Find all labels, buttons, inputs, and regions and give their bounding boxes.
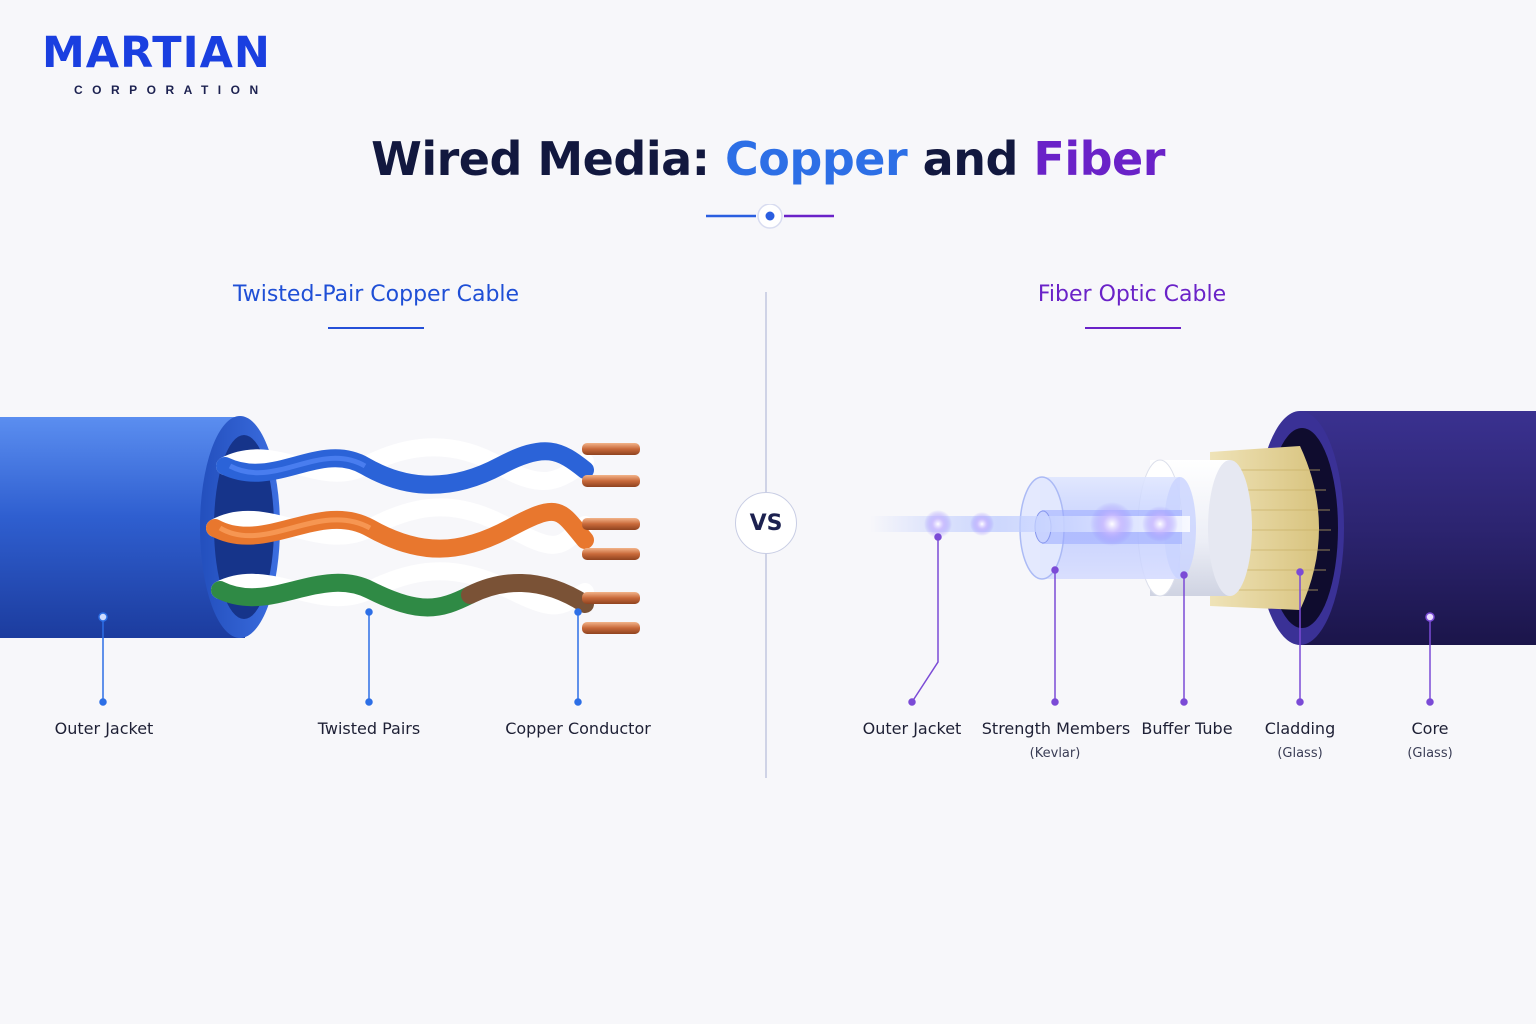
label-buffer-tube: Buffer Tube: [1141, 719, 1233, 738]
label-core: Core: [1411, 719, 1449, 738]
label-copper-conductor: Copper Conductor: [505, 719, 651, 738]
title-copper: Copper: [725, 132, 908, 186]
copper-section-title: Twisted-Pair Copper Cable: [232, 282, 520, 307]
vs-badge: VS: [735, 492, 797, 554]
title-part-2: and: [907, 132, 1034, 186]
label-fiber-outer-jacket: Outer Jacket: [862, 719, 962, 738]
title-divider-ornament: [706, 204, 834, 229]
page-title: Wired Media: Copper and Fiber: [0, 132, 1536, 186]
copper-title-underline: [328, 327, 424, 329]
fiber-cable-illustration: [870, 411, 1536, 645]
sublabel-strength-members: (Kevlar): [1029, 746, 1081, 761]
label-cladding: Cladding: [1264, 719, 1336, 738]
sublabel-core: (Glass): [1407, 746, 1453, 761]
label-twisted-pairs: Twisted Pairs: [317, 719, 421, 738]
sublabel-cladding: (Glass): [1277, 746, 1323, 761]
title-part-1: Wired Media:: [371, 132, 726, 186]
fiber-section-title: Fiber Optic Cable: [1037, 282, 1227, 307]
logo-tagline: CORPORATION: [74, 83, 268, 97]
label-strength-members: Strength Members: [981, 719, 1131, 738]
logo-wordmark: MARTIAN: [42, 28, 271, 78]
copper-cable-illustration: [0, 416, 640, 638]
company-logo: MARTIAN CORPORATION: [42, 28, 271, 98]
fiber-title-underline: [1085, 327, 1181, 329]
title-fiber: Fiber: [1033, 132, 1165, 186]
label-copper-outer-jacket: Outer Jacket: [54, 719, 154, 738]
